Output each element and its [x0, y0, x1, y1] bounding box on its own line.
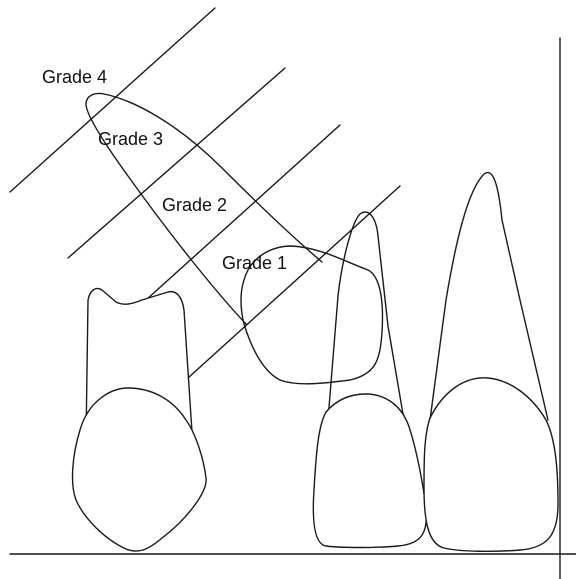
grade-line-2 — [125, 124, 341, 319]
lateral-incisor-crown — [71, 387, 207, 552]
grade-2-label: Grade 2 — [162, 195, 227, 215]
central-incisor-root — [327, 211, 405, 421]
grade-line-1 — [187, 185, 401, 379]
central-incisor-crown — [312, 393, 428, 549]
canine-root — [429, 171, 549, 421]
grade-line-3 — [67, 67, 286, 259]
grade-line-4 — [9, 7, 216, 193]
grade-3-label: Grade 3 — [98, 129, 163, 149]
grade-4-label: Grade 4 — [42, 67, 107, 87]
grade-1-label: Grade 1 — [222, 253, 287, 273]
impacted-canine-root — [85, 92, 323, 325]
canine-crown — [423, 377, 559, 553]
impacted-canine-crown — [240, 245, 384, 385]
